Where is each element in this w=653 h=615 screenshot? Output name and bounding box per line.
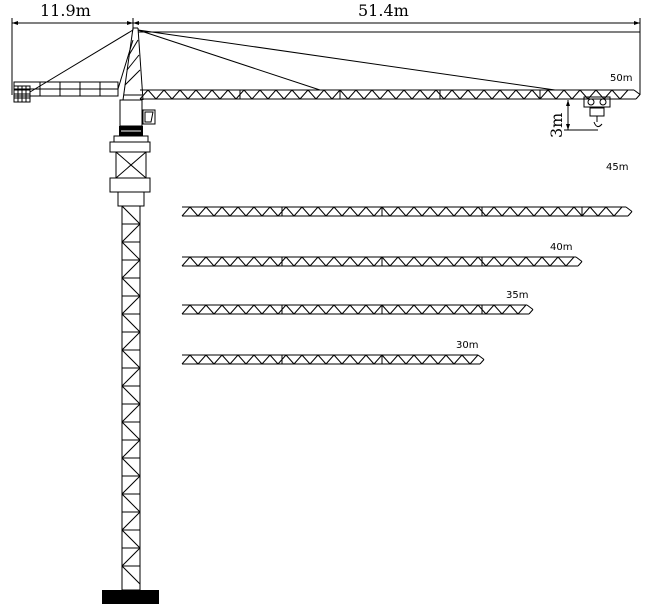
jib-label-35m: 35m [506, 290, 528, 301]
jib-label-30m: 30m [456, 340, 478, 351]
counterweight [13, 85, 31, 103]
jib-40m [181, 256, 583, 267]
jib-35m [181, 304, 534, 315]
dimension-lines [11, 18, 641, 95]
main-jib-50m [139, 89, 641, 100]
counter-jib [13, 29, 134, 97]
jib-tie-rods [137, 29, 640, 91]
jib-label-40m: 40m [550, 242, 572, 253]
jib-label-50m: 50m [610, 73, 632, 84]
jib-45m [181, 206, 633, 217]
main-jib-dimension: 51.4m [358, 1, 409, 20]
hook-height-label: 3m [547, 113, 566, 138]
tower-head [122, 27, 144, 101]
jib-label-45m: 45m [606, 162, 628, 173]
hook-height-dimension [564, 100, 598, 131]
counter-jib-dimension: 11.9m [40, 1, 91, 20]
climbing-frame [109, 141, 151, 207]
operator-cab [142, 109, 156, 125]
jib-30m [181, 354, 485, 365]
trolley-hook [583, 96, 611, 128]
tower-mast [121, 205, 141, 591]
crane-base [102, 590, 159, 604]
